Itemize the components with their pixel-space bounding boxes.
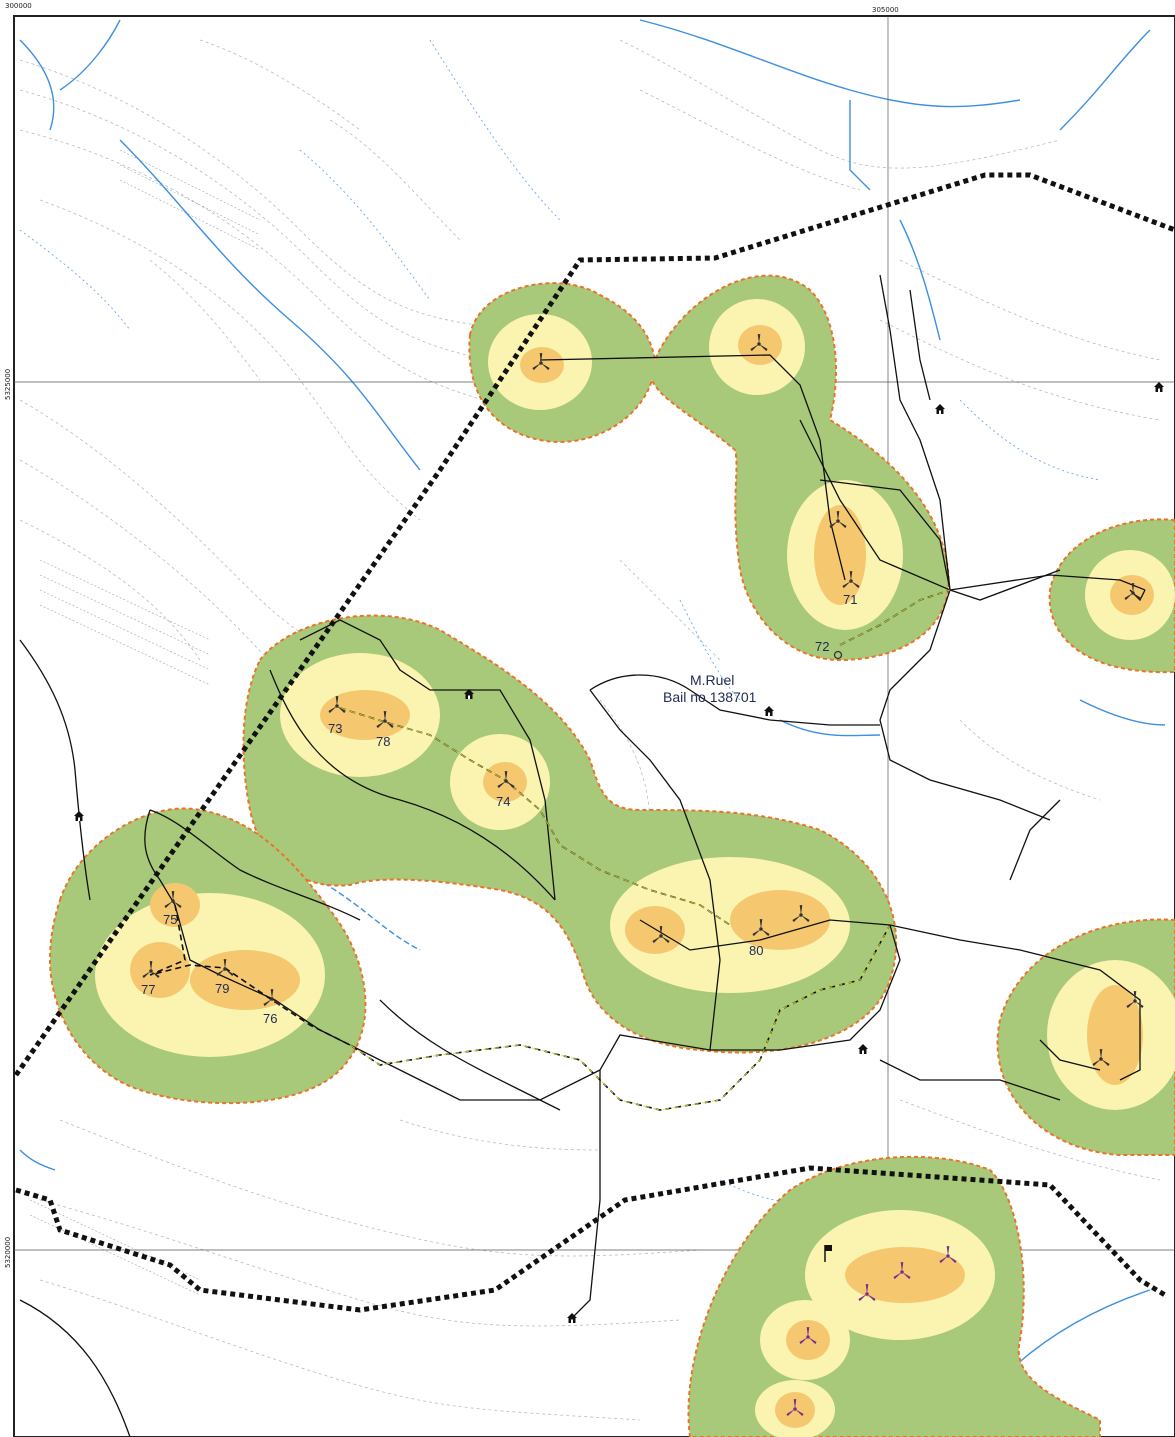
zone-west-cluster: [48, 807, 367, 1105]
turbine-label-71: 71: [843, 592, 857, 607]
turbine-label-74: 74: [496, 794, 510, 809]
flag-icon: [824, 1245, 832, 1262]
grid-label-x-305000: 305000: [872, 6, 899, 14]
lease-number: Bail no 138701: [663, 689, 757, 705]
turbine-label-73: 73: [328, 721, 342, 736]
turbine-label-77: 77: [141, 982, 155, 997]
turbine-label-79: 79: [215, 981, 229, 996]
zone-central-cluster: [242, 614, 898, 1054]
turbine-label-76: 76: [263, 1011, 277, 1026]
turbine-label-75: 75: [163, 912, 177, 927]
lease-owner: M.Ruel: [690, 672, 734, 688]
turbine-label-80: 80: [749, 943, 763, 958]
turbine-label-72: 72: [815, 639, 829, 654]
contour-lines: [19, 39, 1161, 1421]
turbine-label-78: 78: [376, 734, 390, 749]
zone-south-cluster: [687, 1155, 1101, 1437]
zone-northeast-cluster: [468, 274, 950, 662]
project-boundary: [13, 172, 1175, 1313]
planned-roads-highlight: [339, 589, 951, 1111]
grid-label-y-5320000: 5320000: [4, 1237, 12, 1268]
turbine-site-72-marker: [833, 650, 843, 660]
grid-labels: 300000 305000 5325000 5320000: [4, 2, 899, 1268]
grid-label-x-300000: 300000: [5, 2, 32, 10]
grid-label-y-5325000: 5325000: [4, 369, 12, 400]
existing-roads: [19, 274, 1146, 1437]
turbine-labels: 71 72 73 78 74 75 77 79 76 80: [141, 592, 857, 1026]
lease-label: M.Ruel Bail no 138701: [663, 672, 757, 705]
